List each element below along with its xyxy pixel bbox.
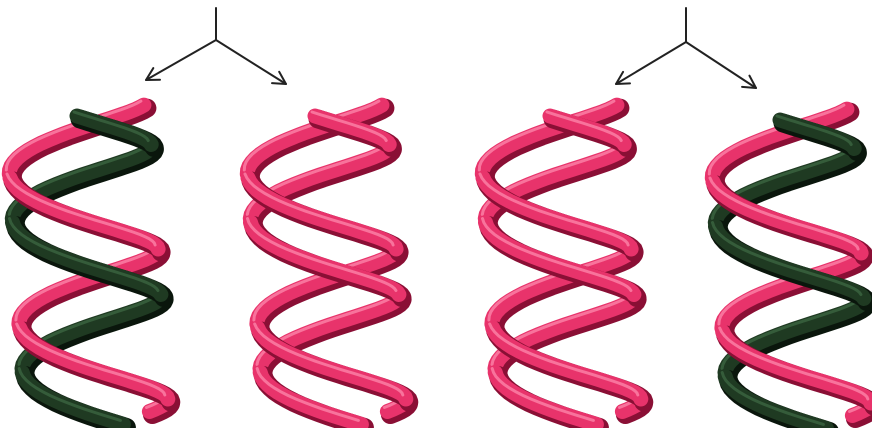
right-replication-split-right-arrowhead	[742, 76, 756, 88]
right-replication-split-arrow	[616, 8, 756, 88]
right-replication-split-right-branch	[686, 42, 756, 88]
left-replication-split-right-arrowhead	[272, 72, 286, 84]
helix-2	[244, 101, 408, 427]
left-replication-split-right-branch	[216, 40, 286, 84]
arrows-layer	[146, 8, 756, 88]
helix-4	[709, 105, 872, 428]
left-replication-split-left-branch	[146, 40, 216, 80]
helix-layer	[6, 101, 872, 428]
helix-3	[479, 101, 644, 427]
left-replication-split-arrow	[146, 8, 286, 84]
helix-1	[6, 101, 171, 427]
right-replication-split-left-branch	[616, 42, 686, 84]
